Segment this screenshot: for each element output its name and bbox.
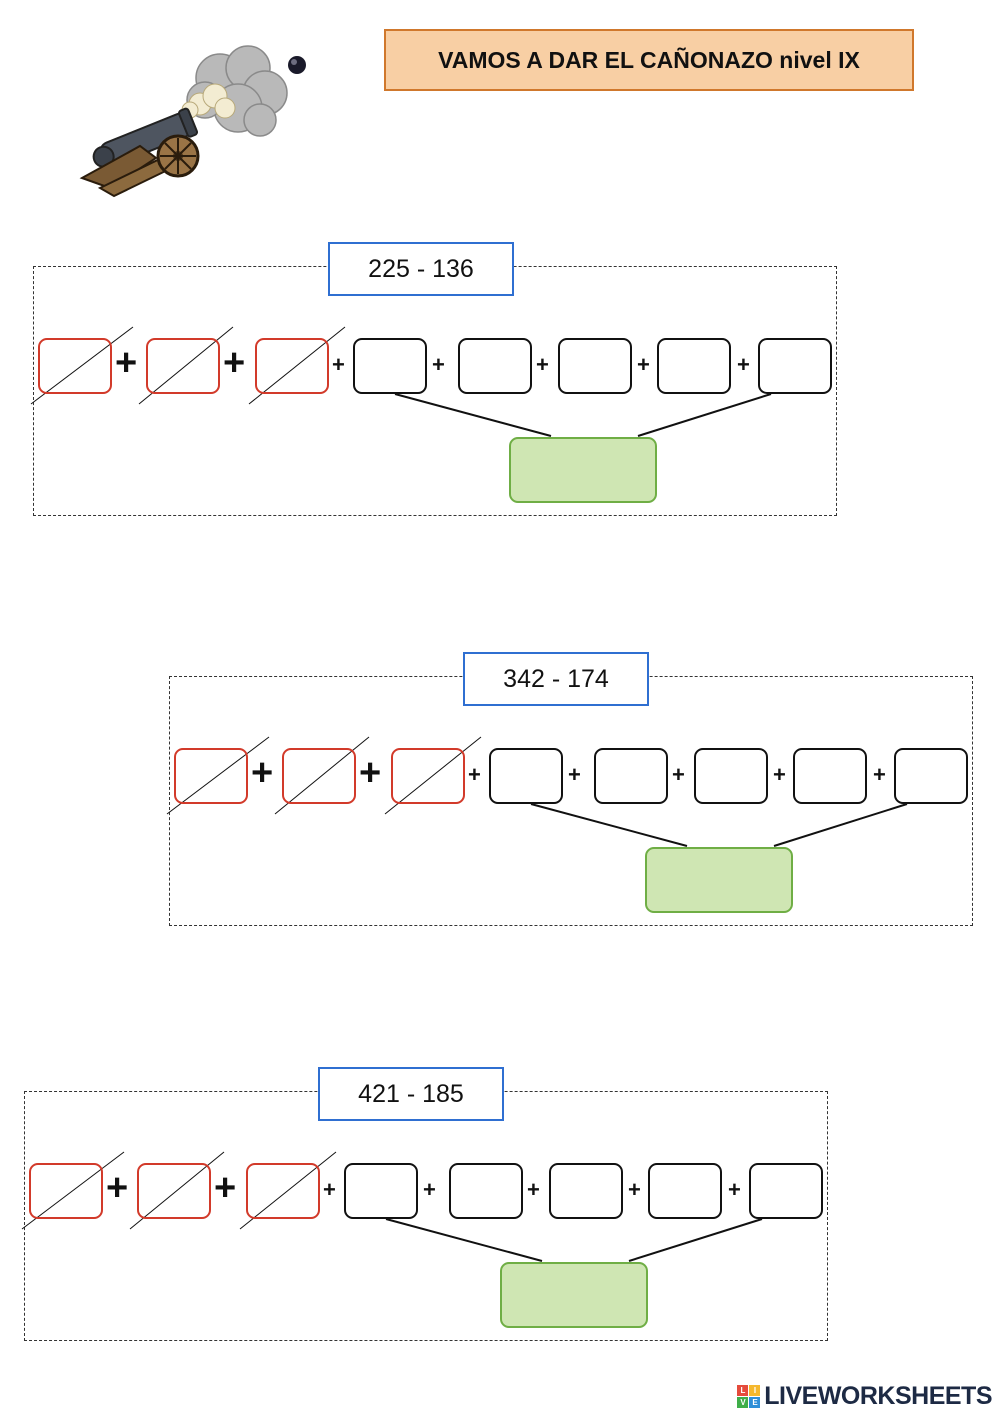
operation-text: 342 - 174 (503, 664, 609, 693)
answer-slot-3[interactable] (558, 338, 632, 394)
plus-sign: + (873, 762, 886, 787)
crossed-slot-2 (146, 338, 220, 394)
crossed-slot-2 (282, 748, 356, 804)
crossed-slot-3 (255, 338, 329, 394)
plus-sign: + (773, 762, 786, 787)
answer-slot-4[interactable] (648, 1163, 722, 1219)
exercise-1: 225 - 136 + + + + + + + (30, 242, 843, 516)
plus-sign: + (423, 1177, 436, 1202)
cannon-icon (79, 45, 306, 198)
worksheet-title-text: VAMOS A DAR EL CAÑONAZO nivel IX (438, 46, 860, 73)
answer-slot-5[interactable] (749, 1163, 823, 1219)
plus-sign: + (323, 1177, 336, 1202)
answer-slot-3[interactable] (694, 748, 768, 804)
worksheet-title: VAMOS A DAR EL CAÑONAZO nivel IX (384, 29, 914, 91)
logo-letter: I (749, 1385, 761, 1396)
logo-letter: L (737, 1385, 749, 1396)
result-box[interactable] (645, 847, 793, 913)
answer-slot-3[interactable] (549, 1163, 623, 1219)
plus-sign: + (468, 762, 481, 787)
operation-box: 342 - 174 (463, 652, 649, 706)
operation-box: 421 - 185 (318, 1067, 504, 1121)
logo-letter: E (749, 1397, 761, 1408)
answer-slot-2[interactable] (594, 748, 668, 804)
answer-slot-4[interactable] (793, 748, 867, 804)
answer-slot-1[interactable] (489, 748, 563, 804)
plus-sign: + (728, 1177, 741, 1202)
plus-sign: + (106, 1167, 129, 1209)
plus-sign: + (536, 352, 549, 377)
exercise-2: 342 - 174 + + + + + + + (166, 652, 979, 926)
plus-sign: + (214, 1167, 237, 1209)
answer-slot-5[interactable] (758, 338, 832, 394)
plus-sign: + (432, 352, 445, 377)
crossed-slot-1 (38, 338, 112, 394)
answer-slot-4[interactable] (657, 338, 731, 394)
crossed-slot-3 (391, 748, 465, 804)
plus-sign: + (568, 762, 581, 787)
logo-mark: L I V E (737, 1385, 761, 1408)
plus-sign: + (637, 352, 650, 377)
plus-sign: + (332, 352, 345, 377)
plus-sign: + (115, 342, 138, 384)
liveworksheets-logo: L I V E LIVEWORKSHEETS (737, 1382, 992, 1411)
crossed-slot-1 (29, 1163, 103, 1219)
logo-letter: V (737, 1397, 749, 1408)
operation-box: 225 - 136 (328, 242, 514, 296)
answer-slot-2[interactable] (449, 1163, 523, 1219)
answer-slot-1[interactable] (344, 1163, 418, 1219)
result-box[interactable] (500, 1262, 648, 1328)
plus-sign: + (223, 342, 246, 384)
operation-text: 225 - 136 (368, 254, 474, 283)
plus-sign: + (527, 1177, 540, 1202)
plus-sign: + (737, 352, 750, 377)
plus-sign: + (359, 752, 382, 794)
exercise-3: 421 - 185 + + + + + + + (21, 1067, 834, 1341)
operation-text: 421 - 185 (358, 1079, 464, 1108)
plus-sign: + (628, 1177, 641, 1202)
plus-sign: + (251, 752, 274, 794)
answer-slot-5[interactable] (894, 748, 968, 804)
result-box[interactable] (509, 437, 657, 503)
brand-name: LIVEWORKSHEETS (764, 1382, 992, 1410)
crossed-slot-2 (137, 1163, 211, 1219)
crossed-slot-3 (246, 1163, 320, 1219)
plus-sign: + (672, 762, 685, 787)
answer-slot-1[interactable] (353, 338, 427, 394)
crossed-slot-1 (174, 748, 248, 804)
answer-slot-2[interactable] (458, 338, 532, 394)
